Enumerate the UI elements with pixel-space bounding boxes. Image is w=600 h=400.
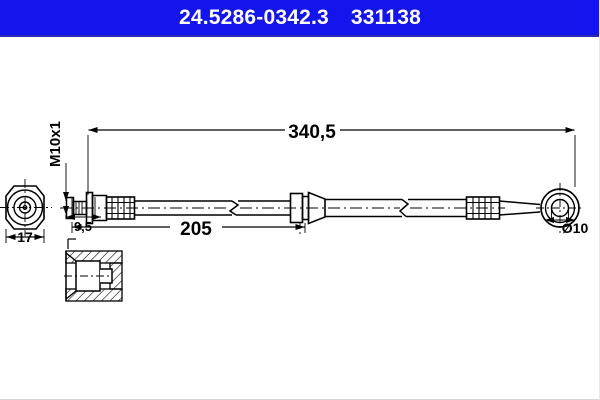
dimension-label-flange-offset: 9,5 <box>74 219 92 234</box>
dimension-partial-length <box>71 222 306 233</box>
hose-body-right <box>325 198 466 218</box>
dimension-label-banjo-bore: Ø10 <box>562 220 589 236</box>
article-number-label: 331138 <box>350 6 422 29</box>
drawing-area: 340,5 205 M10x1 9,5 17 Ø10 <box>0 37 599 399</box>
part-number-label: 24.5286-0342.3 <box>178 6 329 29</box>
hex-nut-end-view <box>0 179 52 236</box>
dimension-label-hex-width: 17 <box>17 229 33 245</box>
dimension-flange-offset <box>66 197 101 220</box>
header-bar: 24.5286-0342.3 331138 <box>0 0 599 37</box>
brake-hose-drawing: 340,5 205 M10x1 9,5 17 Ø10 <box>0 121 589 302</box>
dimension-overall-length <box>87 127 576 195</box>
dimension-label-partial-length: 205 <box>180 219 212 240</box>
hose-body-left <box>134 200 290 216</box>
header-title-group: 24.5286-0342.3 331138 <box>0 0 599 35</box>
dimension-hex-width <box>5 229 45 243</box>
dimension-label-overall-length: 340,5 <box>288 122 336 143</box>
dimension-banjo-bore <box>545 208 575 223</box>
centre-bracket <box>289 191 326 236</box>
dimension-label-thread-size: M10x1 <box>47 121 64 167</box>
right-banjo-fitting <box>499 183 584 233</box>
section-detail-view <box>64 238 123 302</box>
